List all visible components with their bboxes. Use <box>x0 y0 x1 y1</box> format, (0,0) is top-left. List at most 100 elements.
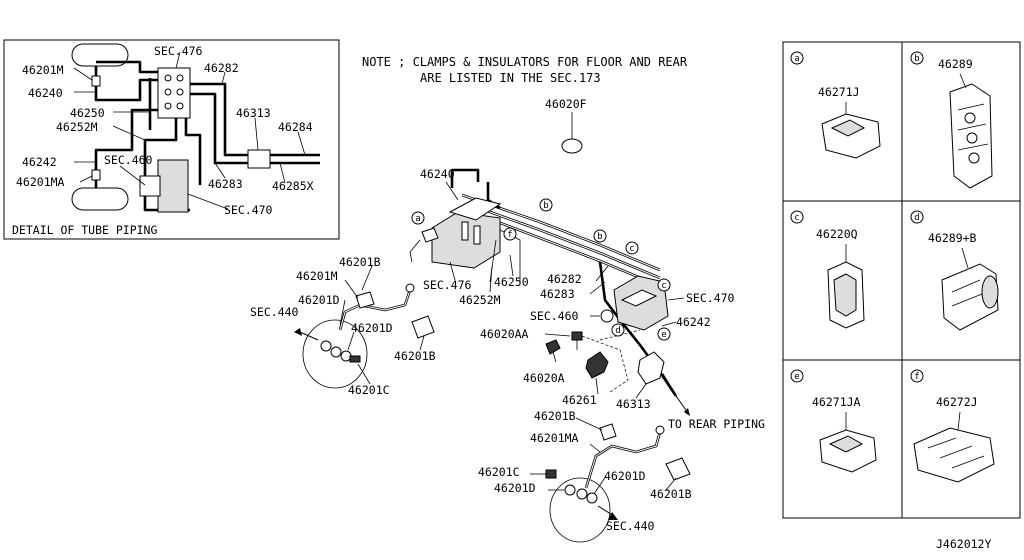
leader-line <box>635 383 647 399</box>
detail-label-sec470: SEC.470 <box>224 203 273 217</box>
rear-knuckle-outline <box>549 477 611 543</box>
leader-line <box>214 162 226 179</box>
front-knuckle-outline <box>302 319 368 389</box>
arrow-shaft <box>299 331 319 341</box>
callout-e <box>657 327 671 341</box>
detail-label-46201m: 46201M <box>22 63 64 77</box>
callout-letter: c <box>794 213 799 223</box>
central-piping: 46020F <box>409 97 765 431</box>
label-46261: 46261 <box>562 393 597 407</box>
legend-cell-c: c 46220Q <box>790 210 865 329</box>
rear-wheel-shape <box>71 187 129 211</box>
detail-label-46282: 46282 <box>204 61 239 75</box>
bolt-46020a <box>545 339 561 355</box>
diagram-id: J462012Y <box>936 537 991 551</box>
detail-label-46285x: 46285X <box>272 179 314 193</box>
rear-label-46201d-b: 46201D <box>494 481 536 495</box>
front-clip-46201b-bot <box>411 315 435 339</box>
tube-line <box>660 373 674 391</box>
detail-inset: SEC.476 46201M 46282 46240 46313 46250 4… <box>3 39 340 240</box>
detail-label-46313: 46313 <box>236 106 271 120</box>
leader-line <box>449 261 456 281</box>
legend-part-46220q: 46220Q <box>816 227 858 241</box>
label-46283: 46283 <box>540 287 575 301</box>
detail-tube-2 <box>96 60 160 74</box>
grommet-46020f <box>561 138 583 154</box>
callout-letter: b <box>597 232 602 242</box>
label-sec470: SEC.470 <box>686 291 735 305</box>
leader-line <box>665 477 677 491</box>
legend-letter-circle-d <box>910 210 924 224</box>
leader-line <box>589 443 601 453</box>
label-sec476: SEC.476 <box>423 278 472 292</box>
callout-d <box>611 323 625 337</box>
note-line-1: NOTE ; CLAMPS & INSULATORS FOR FLOOR AND… <box>362 55 688 69</box>
hose-end-fitting <box>405 283 415 293</box>
hose-fitting <box>91 75 101 87</box>
leader-line <box>593 475 607 495</box>
detail-label-46283: 46283 <box>208 177 243 191</box>
rear-clip-46201b-top <box>599 423 617 441</box>
legend-part-46272j: 46272J <box>936 395 978 409</box>
upper-tube <box>450 168 480 188</box>
rear-bolt-46201c <box>545 469 557 479</box>
leader-line <box>544 333 571 337</box>
leader-line <box>959 73 967 89</box>
rear-label-46201b-bot: 46201B <box>650 487 692 501</box>
callout-b-1 <box>539 198 553 212</box>
leader-line <box>175 51 181 69</box>
port <box>176 74 184 82</box>
leader-line <box>661 321 677 327</box>
detail-tube-9 <box>184 118 202 185</box>
port <box>176 102 184 110</box>
front-label-46201d-a: 46201D <box>298 293 340 307</box>
clamp-ribs <box>951 279 983 307</box>
sec460-reservoir <box>600 309 614 323</box>
leader-line <box>254 117 259 151</box>
arrow-to-rear <box>684 408 690 416</box>
rear-label-46201ma: 46201MA <box>530 431 579 445</box>
front-wheel-shape <box>71 43 129 67</box>
leader-line <box>552 351 557 363</box>
clamp-hole <box>964 112 976 124</box>
rear-washer-2 <box>586 492 598 504</box>
detail-label-46242: 46242 <box>22 155 57 169</box>
tube-highlight <box>467 203 661 279</box>
leader-line <box>187 193 229 210</box>
label-46020a: 46020A <box>523 371 565 385</box>
tube-highlight <box>461 194 661 271</box>
detail-label-46252m: 46252M <box>56 120 98 134</box>
clamp-ribs <box>957 103 989 151</box>
legend-cell-b: b 46220Q 46289 <box>910 51 993 189</box>
callout-letter: d <box>615 326 620 336</box>
leader-line <box>339 299 346 326</box>
callout-letter: b <box>543 201 548 211</box>
callout-letter: f <box>507 230 512 240</box>
clamp-grommet <box>981 275 999 309</box>
label-46250: 46250 <box>494 275 529 289</box>
port <box>176 88 184 96</box>
arrow-front-sec440 <box>294 328 302 336</box>
callout-letter: e <box>794 372 799 382</box>
label-sec460: SEC.460 <box>530 309 579 323</box>
clamp-46272j-shape <box>913 427 995 483</box>
leader-line <box>119 165 146 186</box>
hose-fitting <box>91 169 101 181</box>
callout-letter: c <box>629 244 634 254</box>
leader-line <box>221 71 226 85</box>
tube-highlight <box>339 289 411 331</box>
detail-tube-5 <box>190 92 248 165</box>
callout-c-1 <box>625 241 639 255</box>
detail-booster <box>157 159 189 213</box>
legend-cell-f: f 46272J <box>910 369 995 483</box>
leader-line <box>961 247 969 269</box>
leader-line <box>73 67 93 81</box>
arrow-rear-sec440 <box>608 512 618 520</box>
legend-letter-circle-f <box>910 369 924 383</box>
bolt-46020aa <box>571 331 583 341</box>
detail-label-46250: 46250 <box>70 106 105 120</box>
label-46020aa: 46020AA <box>480 327 529 341</box>
label-46020f: 46020F <box>545 97 587 111</box>
